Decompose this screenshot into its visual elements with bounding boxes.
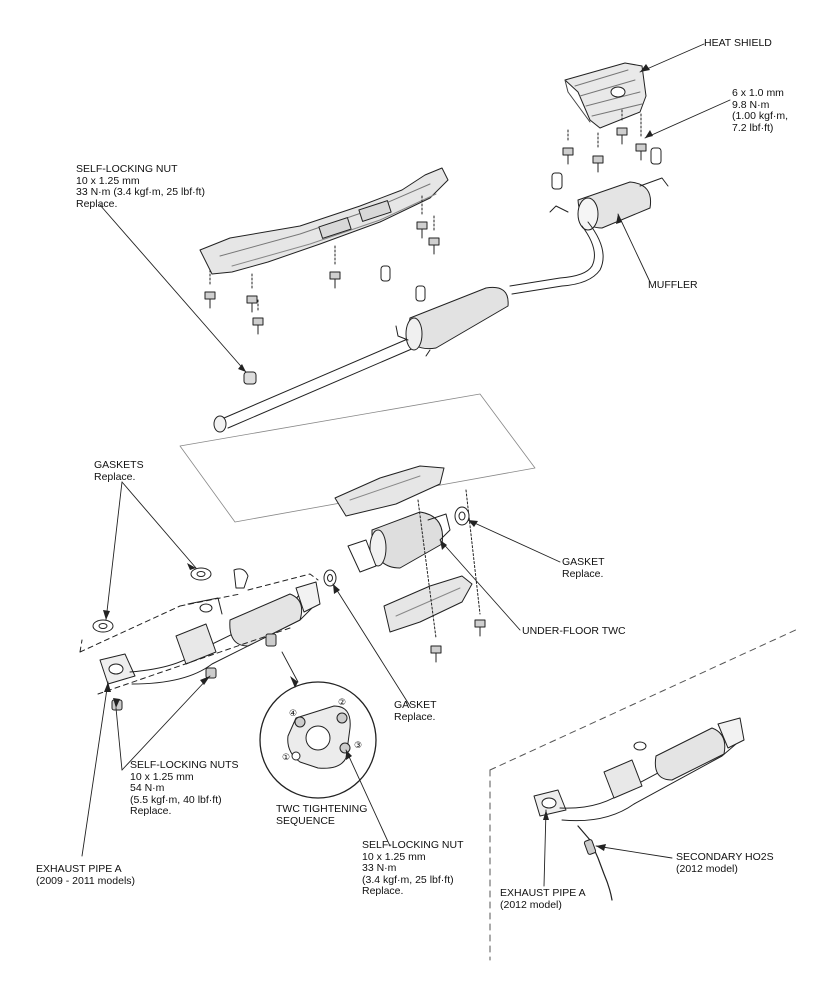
heat-shield-bolts	[551, 109, 662, 190]
exhaust-pipe-a-old	[79, 568, 321, 711]
muffler	[509, 177, 669, 295]
label-bolt-spec: 6 x 1.0 mm 9.8 N·m (1.00 kgf·m, 7.2 lbf·…	[732, 87, 789, 134]
heat-shield-muffler	[564, 62, 647, 129]
under-floor-twc	[334, 465, 486, 663]
placement-outline	[179, 393, 536, 523]
sequence-number-2: ②	[338, 697, 347, 707]
sequence-number-3: ③	[354, 740, 363, 750]
twc-sequence-detail	[259, 681, 377, 799]
label-gasket-mid: GASKET Replace.	[394, 699, 437, 723]
label-exhaust-pipe-a-old: EXHAUST PIPE A (2009 - 2011 models)	[36, 863, 136, 887]
gaskets	[92, 506, 470, 633]
label-exhaust-pipe-a-new: EXHAUST PIPE A (2012 model)	[500, 887, 586, 911]
center-shield-bolts	[204, 195, 440, 335]
label-heat-shield: HEAT SHIELD	[704, 37, 772, 49]
exhaust-pipe-b	[213, 286, 509, 433]
exhaust-pipe-a-new	[533, 717, 745, 901]
sequence-number-4: ④	[289, 708, 298, 718]
center-heat-shield	[199, 167, 449, 275]
label-self-locking-nuts: SELF-LOCKING NUTS 10 x 1.25 mm 54 N·m (5…	[130, 759, 239, 817]
label-gasket-right: GASKET Replace.	[562, 556, 605, 580]
label-under-floor-twc: UNDER-FLOOR TWC	[522, 625, 626, 637]
label-twc-sequence: TWC TIGHTENING SEQUENCE	[276, 803, 368, 827]
leader-lines	[81, 43, 731, 887]
label-self-locking-nut-bottom: SELF-LOCKING NUT 10 x 1.25 mm 33 N·m (3.…	[362, 839, 464, 897]
section-divider	[489, 627, 801, 771]
label-muffler: MUFFLER	[648, 279, 698, 291]
sequence-number-1: ①	[282, 752, 291, 762]
label-secondary-ho2s: SECONDARY HO2S (2012 model)	[676, 851, 774, 875]
label-self-locking-nut-top: SELF-LOCKING NUT 10 x 1.25 mm 33 N·m (3.…	[76, 163, 205, 210]
label-gaskets: GASKETS Replace.	[94, 459, 144, 483]
